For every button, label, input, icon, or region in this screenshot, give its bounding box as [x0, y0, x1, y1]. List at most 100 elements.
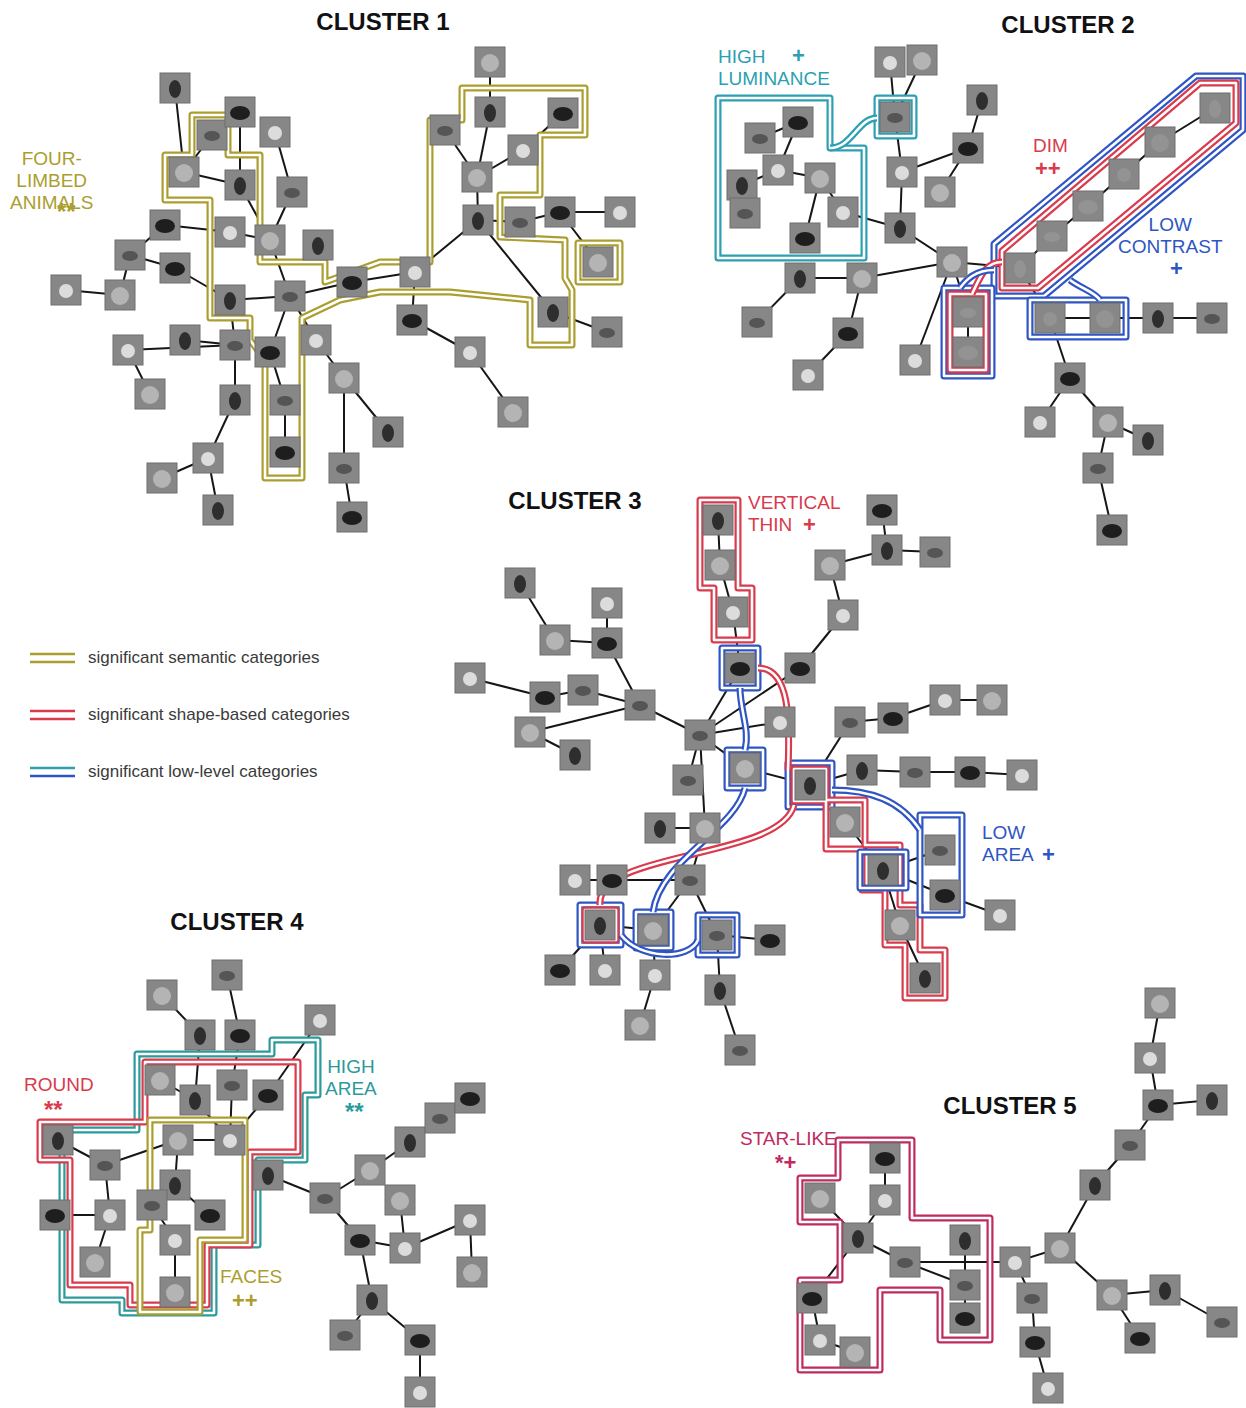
thumbnail-object — [153, 987, 171, 1005]
image-thumbnail — [843, 1223, 873, 1253]
outline-gap — [700, 500, 752, 640]
thumbnail-object — [881, 542, 893, 560]
thumbnail-ground — [337, 502, 367, 532]
thumbnail-object — [432, 1114, 448, 1124]
image-thumbnail — [160, 253, 190, 283]
image-thumbnail — [498, 397, 528, 427]
thumbnail-ground — [805, 1325, 835, 1355]
outline-gap — [830, 118, 877, 148]
thumbnail-object — [773, 716, 787, 730]
thumbnail-object — [169, 80, 181, 98]
thumbnail-ground — [160, 253, 190, 283]
thumbnail-ground — [1145, 988, 1175, 1018]
image-thumbnail — [878, 703, 908, 733]
image-thumbnail — [1145, 988, 1175, 1018]
thumbnail-object — [350, 1234, 370, 1248]
thumbnail-ground — [977, 685, 1007, 715]
category-outline — [718, 98, 864, 258]
thumbnail-object — [908, 354, 922, 368]
thumbnail-object — [398, 1242, 412, 1256]
thumbnail-ground — [80, 1247, 110, 1277]
thumbnail-ground — [455, 1205, 485, 1235]
thumbnail-object — [179, 332, 191, 350]
image-thumbnail — [673, 765, 703, 795]
thumbnail-ground — [505, 568, 535, 598]
image-thumbnail — [270, 437, 300, 467]
thumbnail-object — [852, 1230, 864, 1248]
thumbnail-ground — [867, 495, 897, 525]
thumbnail-ground — [400, 257, 430, 287]
thumbnail-object — [856, 762, 868, 780]
image-thumbnail — [115, 240, 145, 270]
thumbnail-object — [1041, 1382, 1055, 1396]
thumbnail-object — [631, 1017, 649, 1035]
image-thumbnail — [303, 230, 333, 260]
thumbnail-ground — [1200, 93, 1230, 123]
image-thumbnail — [953, 133, 983, 163]
image-thumbnail — [1045, 1233, 1075, 1263]
image-thumbnail — [508, 135, 538, 165]
image-thumbnail — [1037, 221, 1067, 251]
image-thumbnail — [1005, 253, 1035, 283]
image-thumbnail — [730, 753, 760, 783]
thumbnail-ground — [345, 1225, 375, 1255]
thumbnail-ground — [1055, 363, 1085, 393]
thumbnail-ground — [703, 505, 733, 535]
thumbnail-ground — [1090, 303, 1120, 333]
thumbnail-ground — [590, 955, 620, 985]
image-thumbnail — [160, 1277, 190, 1307]
thumbnail-object — [598, 964, 612, 978]
thumbnail-object — [408, 266, 422, 280]
thumbnail-object — [935, 889, 955, 903]
thumbnail-ground — [1150, 1275, 1180, 1305]
thumbnail-object — [811, 170, 829, 188]
outline-gap — [972, 262, 1002, 294]
image-thumbnail — [763, 155, 793, 185]
outline-gap — [636, 912, 671, 948]
image-thumbnail — [640, 960, 670, 990]
thumbnail-object — [1209, 100, 1221, 118]
thumbnail-object — [654, 820, 666, 838]
image-thumbnail — [1035, 303, 1065, 333]
thumbnail-object — [883, 712, 903, 726]
thumbnail-object — [648, 969, 662, 983]
image-thumbnail — [793, 360, 823, 390]
thumbnail-object — [521, 724, 539, 742]
thumbnail-ground — [303, 230, 333, 260]
thumbnail-ground — [847, 263, 877, 293]
thumbnail-ground — [545, 955, 575, 985]
image-thumbnail — [160, 1225, 190, 1255]
image-thumbnail — [462, 162, 492, 192]
image-thumbnail — [847, 755, 877, 785]
thumbnail-ground — [253, 1080, 283, 1110]
thumbnail-object — [1151, 134, 1169, 152]
thumbnails — [40, 45, 1237, 1407]
thumbnail-ground — [150, 210, 180, 240]
thumbnail-ground — [930, 880, 960, 910]
outline-gap — [944, 288, 992, 376]
thumbnail-ground — [515, 717, 545, 747]
image-thumbnail — [870, 1185, 900, 1215]
image-thumbnail — [405, 1325, 435, 1355]
thumbnail-object — [919, 970, 931, 988]
image-thumbnail — [540, 625, 570, 655]
category-outline — [580, 905, 621, 945]
thumbnail-ground — [538, 297, 568, 327]
thumbnail-object — [175, 164, 193, 182]
thumbnail-ground — [277, 177, 307, 207]
category-outline — [920, 815, 962, 915]
thumbnail-object — [122, 251, 138, 261]
image-thumbnail — [690, 813, 720, 843]
outline-gap — [727, 750, 763, 788]
outline-gap — [585, 910, 616, 940]
thumbnail-ground — [1080, 1170, 1110, 1200]
category-outline — [950, 294, 986, 370]
image-thumbnail — [397, 305, 427, 335]
image-thumbnail — [880, 102, 910, 132]
image-thumbnail — [560, 740, 590, 770]
thumbnail-ground — [113, 335, 143, 365]
thumbnail-object — [613, 206, 627, 220]
thumbnail-ground — [870, 1185, 900, 1215]
image-thumbnail — [745, 123, 775, 153]
